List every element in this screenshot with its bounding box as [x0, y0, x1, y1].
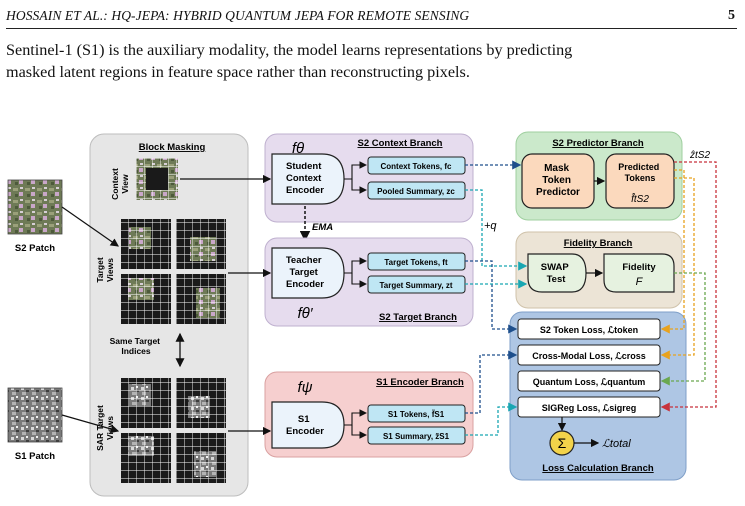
- svg-text:Context: Context: [110, 168, 120, 200]
- sar-target-views-grid: [121, 378, 226, 483]
- predicted-symbol: f̂tS2: [631, 191, 649, 205]
- svg-text:Teacher Target Encoder: Teacher Target Encoder: [286, 255, 324, 290]
- s1-patch-label: S1 Patch: [15, 451, 55, 462]
- page-number: 5: [728, 8, 735, 23]
- s1-encoder-branch-title: S1 Encoder Branch: [376, 377, 464, 388]
- svg-text:S1 Tokens, f̃S1: S1 Tokens, f̃S1: [388, 410, 445, 419]
- s1-patch-image: [7, 387, 63, 443]
- svg-text:Context Tokens, fc: Context Tokens, fc: [381, 162, 453, 171]
- svg-text:Quantum Loss, ℒquantum: Quantum Loss, ℒquantum: [533, 377, 645, 387]
- predicted-to-sigreg-loss: [660, 161, 717, 412]
- ema-label: EMA: [312, 222, 333, 233]
- svg-text:Target Summary, zt: Target Summary, zt: [379, 281, 452, 290]
- cross-modal-loss-box: [517, 344, 661, 366]
- quantum-loss-box: [517, 370, 661, 392]
- target-views-label: Target Views: [95, 257, 115, 283]
- svg-text:Cross-Modal Loss, ℒcross: Cross-Modal Loss, ℒcross: [532, 351, 646, 361]
- svg-text:View: View: [120, 174, 130, 194]
- svg-text:Views: Views: [105, 258, 115, 282]
- target-views-grid: [121, 219, 226, 324]
- s1-encoder-symbol: fψ: [297, 379, 312, 396]
- q-label: +q: [484, 220, 497, 232]
- fidelity-box: [603, 253, 675, 293]
- s1-encoder: [271, 401, 345, 449]
- architecture-diagram: S2 Patch S1 Patch Block Masking Context …: [7, 131, 717, 497]
- target-encoder-symbol: fθ′: [297, 305, 313, 322]
- s2-predictor-branch-title: S2 Predictor Branch: [552, 138, 644, 149]
- intro-paragraph: Sentinel-1 (S1) is the auxiliary modalit…: [6, 39, 737, 83]
- svg-text:SIGReg Loss, ℒsigreg: SIGReg Loss, ℒsigreg: [542, 403, 637, 413]
- s1-summary-to-sigreg: [465, 402, 518, 436]
- predicted-to-cross-loss: [660, 177, 695, 360]
- svg-text:Target Tokens, ft: Target Tokens, ft: [384, 258, 448, 267]
- context-view-label: Context View: [110, 168, 130, 200]
- intro-line-2: masked latent regions in feature space r…: [6, 63, 470, 81]
- fidelity-symbol: F: [636, 276, 644, 288]
- s2-target-branch-title: S2 Target Branch: [379, 312, 457, 323]
- svg-text:Pooled Summary, zc: Pooled Summary, zc: [377, 187, 455, 196]
- svg-text:SWAP Test: SWAP Test: [541, 262, 571, 285]
- s2-token-loss-box: [517, 318, 661, 340]
- swap-test-box: [527, 253, 587, 293]
- s1-tokens-to-cross-loss: [465, 350, 518, 414]
- s2-patch-label: S2 Patch: [15, 243, 55, 254]
- sum-symbol: Σ: [558, 435, 567, 451]
- predicted-tokens-box: [605, 153, 675, 209]
- target-tokens-to-token-loss: [465, 260, 518, 334]
- predicted-output-label: ẑtS2: [689, 150, 710, 161]
- svg-text:S1 Encoder: S1 Encoder: [286, 414, 324, 437]
- same-target-indices-label: Same Target Indices: [110, 336, 163, 356]
- loss-calculation-title: Loss Calculation Branch: [542, 463, 654, 474]
- svg-text:Fidelity: Fidelity: [622, 262, 656, 273]
- svg-text:Predicted Tokens: Predicted Tokens: [618, 162, 662, 183]
- svg-text:S2 Token Loss, ℒtoken: S2 Token Loss, ℒtoken: [540, 325, 638, 335]
- running-title: HOSSAIN ET AL.: HQ-JEPA: HYBRID QUANTUM …: [6, 8, 470, 23]
- svg-text:Student Context Encode: Student Context Encoder: [286, 161, 324, 196]
- svg-text:SAR Target: SAR Target: [95, 405, 105, 451]
- context-encoder-symbol: fθ: [292, 140, 304, 157]
- s2-patch-image: [7, 179, 63, 235]
- page-header: HOSSAIN ET AL.: HQ-JEPA: HYBRID QUANTUM …: [6, 6, 737, 29]
- intro-line-1: Sentinel-1 (S1) is the auxiliary modalit…: [6, 41, 573, 59]
- svg-text:Mask Token Predictor: Mask Token Predictor: [536, 163, 580, 198]
- pooled-summary-to-swap: [465, 189, 528, 271]
- sigreg-loss-box: [517, 396, 661, 418]
- s2-context-branch-title: S2 Context Branch: [358, 138, 443, 149]
- predicted-to-token-loss: [660, 169, 685, 334]
- svg-text:Target: Target: [95, 257, 105, 283]
- fidelity-to-quantum-loss: [660, 272, 706, 386]
- block-masking-title: Block Masking: [139, 142, 206, 153]
- total-loss-label: ℒtotal: [602, 438, 631, 450]
- fidelity-branch-title: Fidelity Branch: [564, 238, 633, 249]
- svg-text:S1 Summary, z̃S1: S1 Summary, z̃S1: [383, 432, 450, 441]
